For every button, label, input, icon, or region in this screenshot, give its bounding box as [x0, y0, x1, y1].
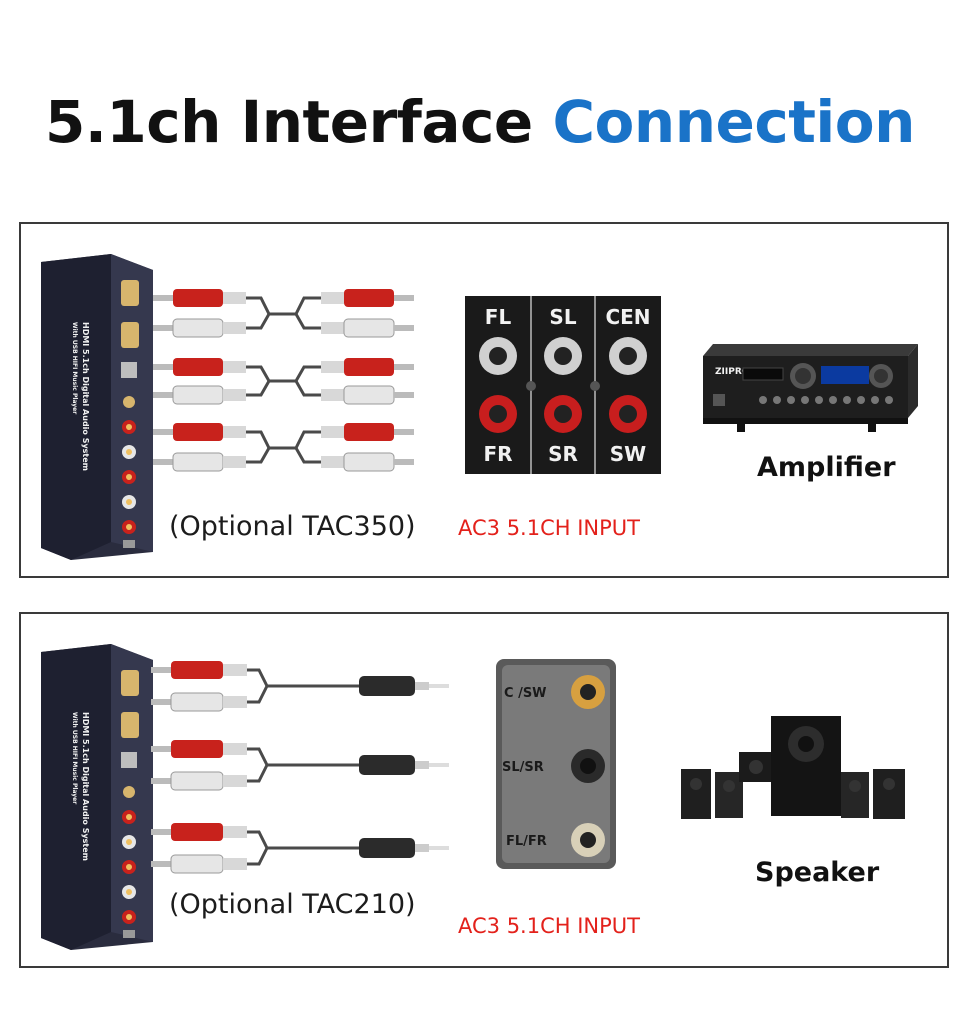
tac210-caption: (Optional TAC210) [169, 889, 416, 920]
rca-plugs-left [153, 289, 246, 472]
jack-label-sr: SR [548, 442, 578, 466]
amplifier-image: ZIIPRO [703, 344, 918, 432]
decoder-label-line1: HDMI 5.1ch Digital Audio System [81, 712, 90, 861]
jack-panel-5-1ch: FL SL CEN FR SR SW [465, 296, 661, 474]
jack-panel-3-5mm: C /SW SL/SR FL/FR [496, 659, 616, 869]
decoder-label-line2: With USB HIFI Music Player [71, 322, 78, 414]
3-5mm-plugs [359, 676, 449, 858]
amplifier-label: Amplifier [757, 452, 896, 483]
tac350-connection-panel: HDMI 5.1ch Digital Audio System With USB… [19, 222, 949, 578]
tac210-connection-panel: HDMI 5.1ch Digital Audio System With USB… [19, 612, 949, 968]
rca-plugs-right [321, 289, 414, 472]
speaker-label: Speaker [755, 857, 880, 888]
rca-plugs [151, 661, 247, 874]
jack-label-sl: SL [549, 305, 576, 329]
page-title: 5.1ch Interface Connection [0, 88, 960, 156]
jack-label-fl: FL [485, 305, 512, 329]
ac3-input-label: AC3 5.1CH INPUT [458, 914, 640, 938]
ac3-input-label: AC3 5.1CH INPUT [458, 516, 640, 540]
jack-label-cen: CEN [605, 305, 650, 329]
rca-to-3-5mm-cable-set [151, 661, 449, 874]
jack-label-sl-sr: SL/SR [502, 760, 544, 775]
decoder-box-image: HDMI 5.1ch Digital Audio System With USB… [41, 644, 153, 950]
decoder-label-line2: With USB HIFI Music Player [71, 712, 78, 804]
decoder-label-line1: HDMI 5.1ch Digital Audio System [81, 322, 90, 471]
title-part1: 5.1ch Interface [45, 88, 533, 156]
jack-label-fr: FR [483, 442, 512, 466]
tac350-caption: (Optional TAC350) [169, 511, 416, 542]
jack-label-c-sw: C /SW [504, 686, 547, 701]
amplifier-brand: ZIIPRO [715, 367, 750, 377]
decoder-box-image: HDMI 5.1ch Digital Audio System With USB… [41, 254, 153, 560]
title-part2: Connection [552, 88, 915, 156]
jack-label-sw: SW [610, 442, 646, 466]
rca-cable-set [153, 289, 414, 472]
jack-label-fl-fr: FL/FR [506, 834, 547, 849]
speaker-system-image [681, 716, 905, 819]
